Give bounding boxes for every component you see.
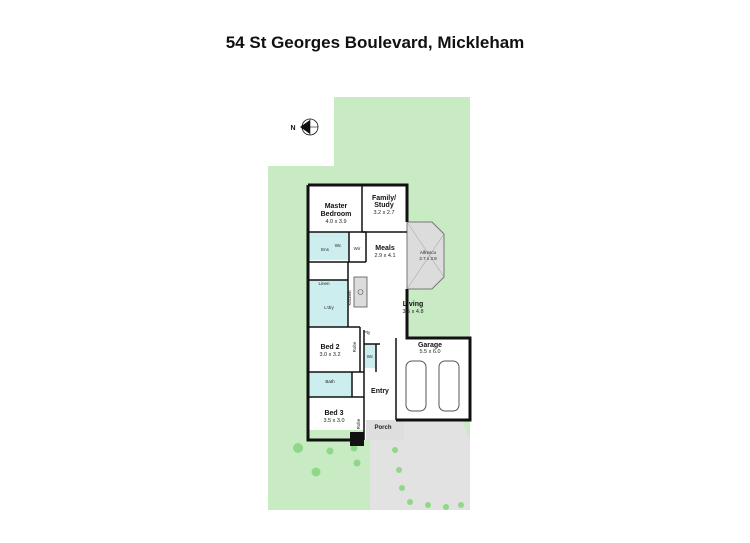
wet-areas <box>308 232 376 397</box>
ens-floor <box>308 232 349 260</box>
outer-walls <box>306 183 472 442</box>
living-label: Living <box>403 301 424 308</box>
alfresco-label: Alfresco <box>420 250 437 255</box>
page-title: 54 St Georges Boulevard, Mickleham <box>225 33 525 52</box>
meals-label: Meals <box>375 245 395 252</box>
tree <box>326 447 334 455</box>
tree <box>399 485 405 491</box>
laundry-floor <box>308 280 348 327</box>
tree <box>311 467 321 477</box>
family-study-label-2: Study <box>374 202 394 209</box>
wc-ens-label: Wc <box>335 243 342 248</box>
tree <box>458 502 464 508</box>
bath-label: Bath <box>325 379 335 384</box>
robe-bed3-label: Robe <box>356 418 361 429</box>
ens-label: Ens <box>321 247 330 252</box>
tree <box>392 447 398 453</box>
family-study-dims: 3.2 x 2.7 <box>373 210 394 216</box>
bed3-dims: 3.5 x 3.0 <box>323 418 344 424</box>
inner-walls <box>308 185 407 440</box>
car-left-icon <box>405 360 427 412</box>
meter-box <box>350 432 364 446</box>
compass-icon <box>300 118 319 136</box>
tree <box>407 499 413 505</box>
garage-label: Garage <box>418 342 442 349</box>
wc-label: Wc <box>367 354 374 359</box>
laundry-label: L'dry <box>324 305 334 310</box>
compass-label: N <box>290 125 295 132</box>
bed2-label: Bed 2 <box>320 344 339 351</box>
tree <box>425 502 431 508</box>
alfresco-dims: 2.7 x 3.9 <box>419 256 437 261</box>
master-bedroom-label: Master <box>325 203 348 210</box>
car-icons <box>405 360 460 412</box>
bed2-dims: 3.0 x 3.2 <box>319 352 340 358</box>
sink-icon <box>357 289 364 295</box>
tree <box>396 467 402 473</box>
porch-label: Porch <box>374 425 391 431</box>
tree <box>443 504 449 510</box>
kitchen-island <box>353 276 368 308</box>
driveway <box>370 420 470 510</box>
wir-label: Wir <box>354 246 361 251</box>
tree <box>350 444 358 452</box>
living-dims: 3.5 x 4.8 <box>402 309 423 315</box>
garage-dims: 5.5 x 6.0 <box>419 349 440 355</box>
car-right-icon <box>438 360 460 412</box>
meals-dims: 2.9 x 4.1 <box>374 253 395 259</box>
tree <box>353 459 361 467</box>
tree <box>293 443 303 453</box>
garden-trees <box>293 443 464 510</box>
bed3-label: Bed 3 <box>324 410 343 417</box>
wc-floor <box>364 344 376 368</box>
entry-label: Entry <box>371 388 389 395</box>
kitchen-label: Kitchen <box>347 290 352 306</box>
linen-label: Linen <box>318 281 330 286</box>
family-study-label: Family/ <box>372 195 396 202</box>
bath-floor <box>308 372 352 397</box>
garage-floor <box>396 338 470 420</box>
robe-bed2-label: Robe <box>352 341 357 352</box>
master-bedroom-dims: 4.0 x 3.9 <box>325 219 346 225</box>
pantry-label: Pty <box>364 330 371 335</box>
porch-floor <box>366 420 404 440</box>
master-bedroom-label-2: Bedroom <box>321 211 352 218</box>
